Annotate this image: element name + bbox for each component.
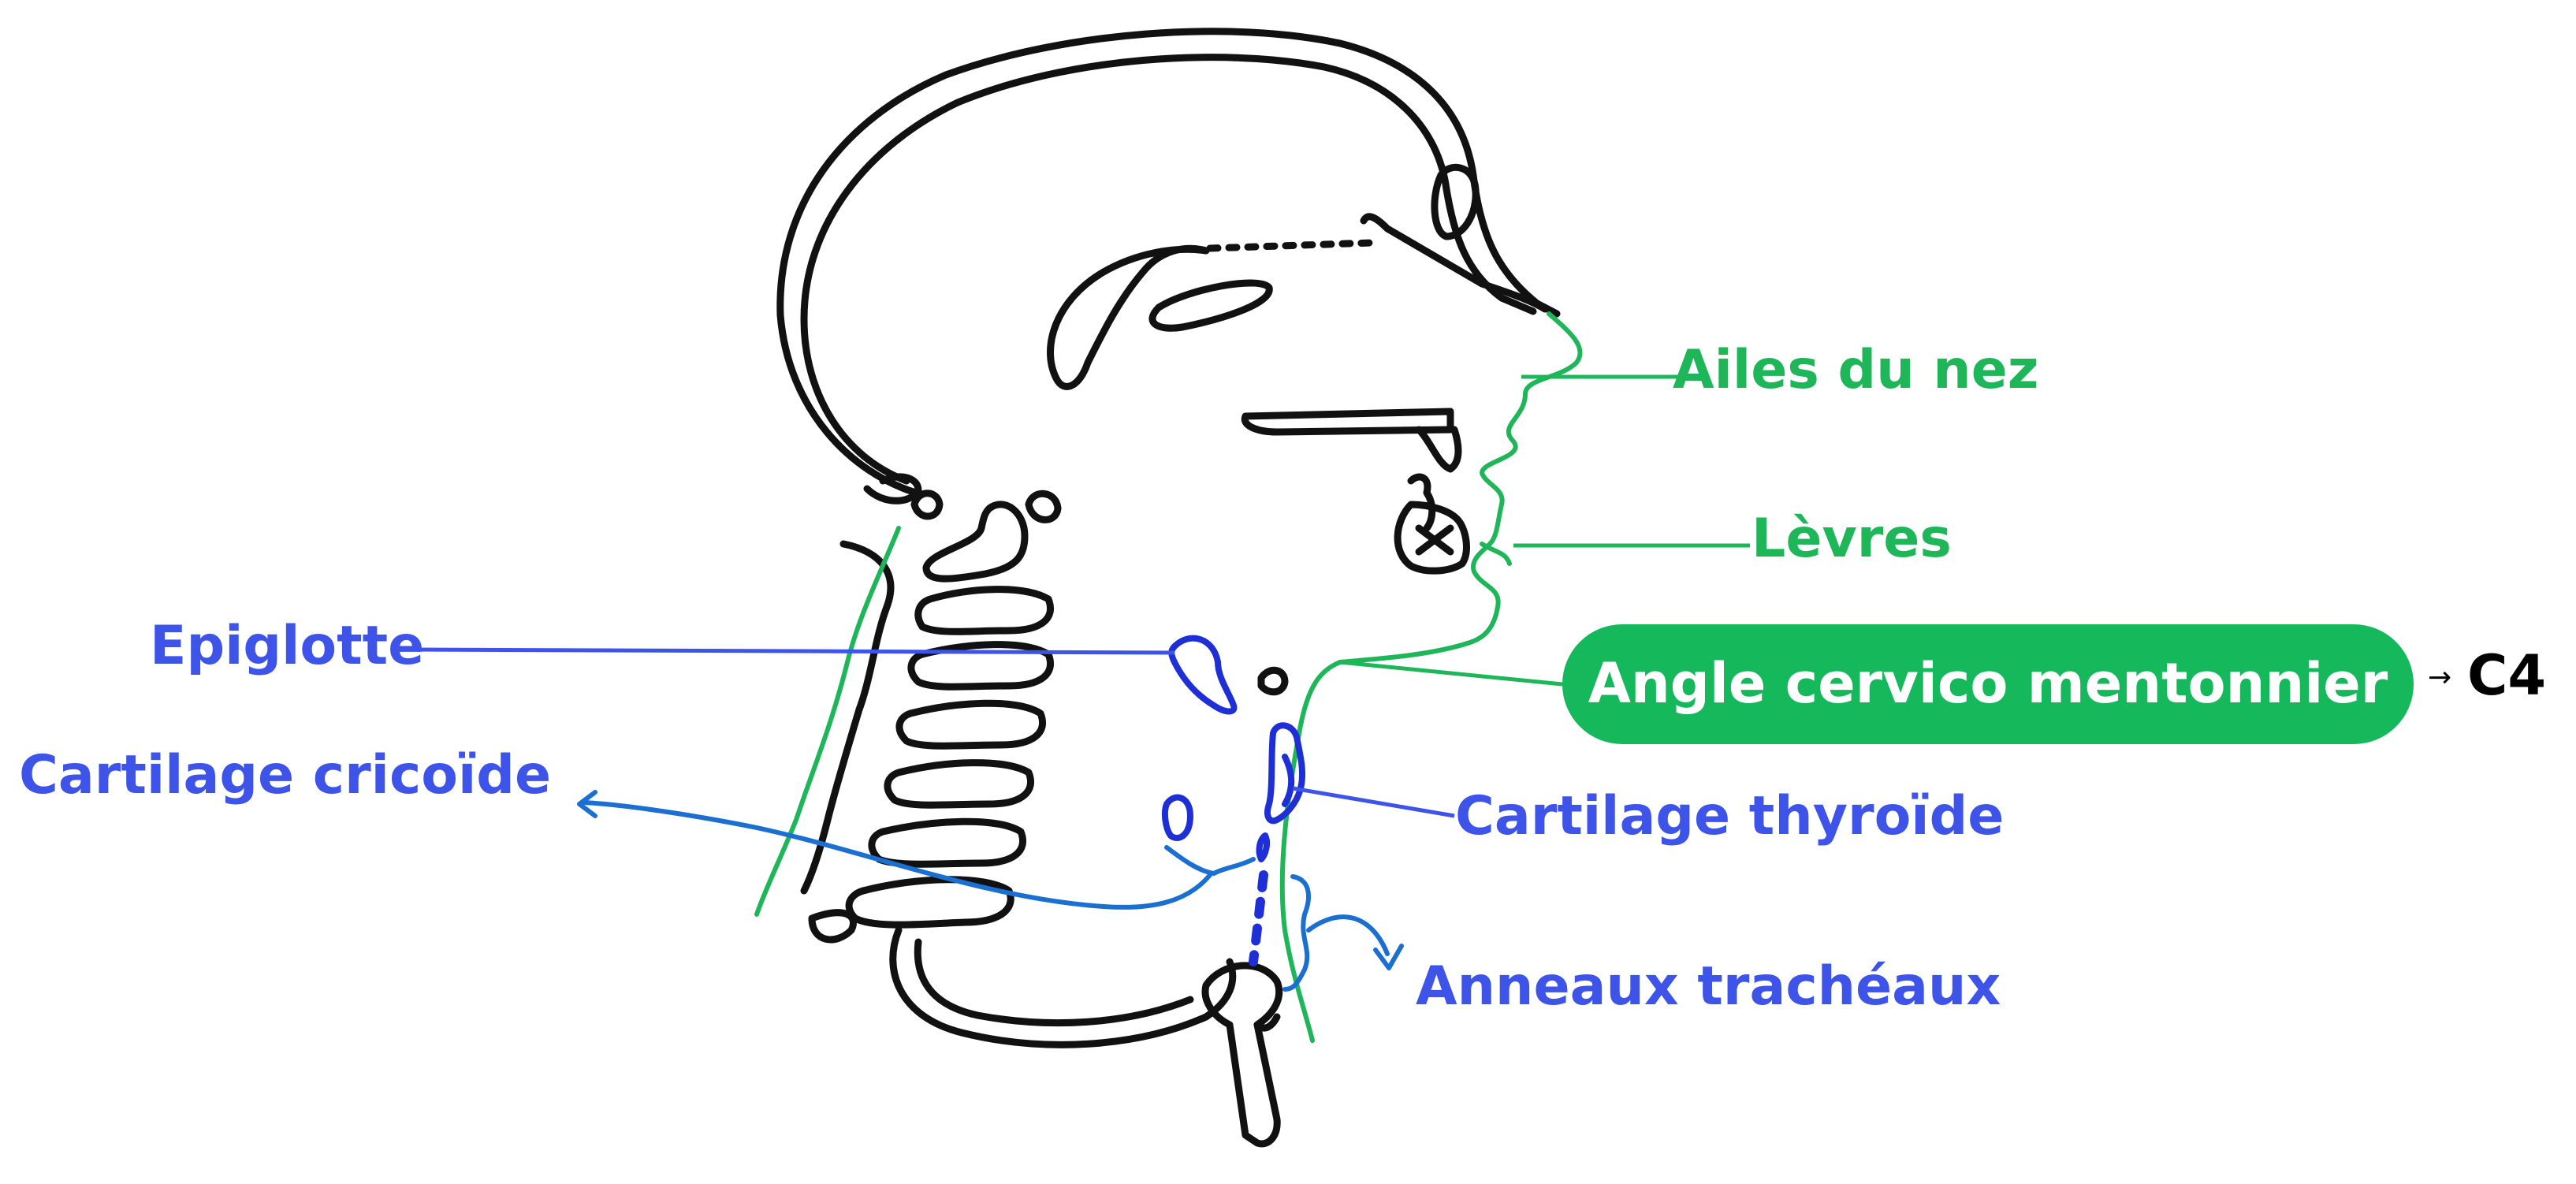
label-epiglotte: Epiglotte (150, 620, 424, 673)
label-levres: Lèvres (1751, 512, 1952, 566)
sphenoid-complex (1051, 248, 1207, 386)
mandible-x (1419, 528, 1450, 552)
label-anneaux-tracheaux: Anneaux trachéaux (1416, 960, 2001, 1014)
facial-profile-line (1282, 314, 1580, 1041)
label-cartilage-thyroide: Cartilage thyroïde (1455, 790, 2004, 843)
cricoid-ring (1260, 836, 1268, 859)
hyoid-bone (1261, 670, 1285, 691)
upper-tooth (1419, 430, 1458, 469)
atlas-anterior-arch (1029, 493, 1058, 519)
tracheal-bracket (1285, 877, 1308, 989)
thyroid-cartilage-inner (1285, 757, 1291, 804)
leader-angle-cervico (1340, 662, 1562, 684)
arytenoid (1165, 798, 1190, 838)
leader-cartilage-thyroide (1293, 788, 1454, 816)
epiglottis (1171, 639, 1234, 712)
vertebra-t2 (812, 913, 854, 940)
atlas-ring (914, 493, 940, 516)
cricoid-bracket (1167, 847, 1253, 873)
label-c4: C4 (2467, 648, 2546, 703)
tracheal-rings (1253, 875, 1264, 962)
clavicle (893, 930, 1233, 1044)
axis-vertebra (926, 505, 1025, 579)
first-rib (918, 942, 1190, 1023)
lips-region (1482, 544, 1509, 564)
skull-base-dashed (1210, 243, 1372, 248)
manubrium (1205, 966, 1279, 1144)
vertebra-c5 (899, 703, 1043, 746)
vertebra-c3 (918, 590, 1051, 632)
tracheal-arrowhead (1375, 946, 1402, 968)
skull-inner-outline (804, 58, 1533, 481)
arrow-right-icon: → (2428, 664, 2451, 692)
sphenoid-sinus (1152, 283, 1269, 328)
angle-cervico-mentonnier-badge: Angle cervico mentonnier (1562, 624, 2414, 744)
label-angle-cervico-mentonnier: Angle cervico mentonnier (1562, 656, 2414, 711)
label-cartilage-cricoide: Cartilage cricoïde (19, 749, 551, 802)
leader-epiglotte (410, 650, 1174, 653)
vertebra-c6 (888, 763, 1031, 806)
vertebra-c7 (872, 821, 1023, 864)
label-ailes-du-nez: Ailes du nez (1673, 344, 2038, 397)
cricoid-arrow-line (583, 802, 1210, 907)
